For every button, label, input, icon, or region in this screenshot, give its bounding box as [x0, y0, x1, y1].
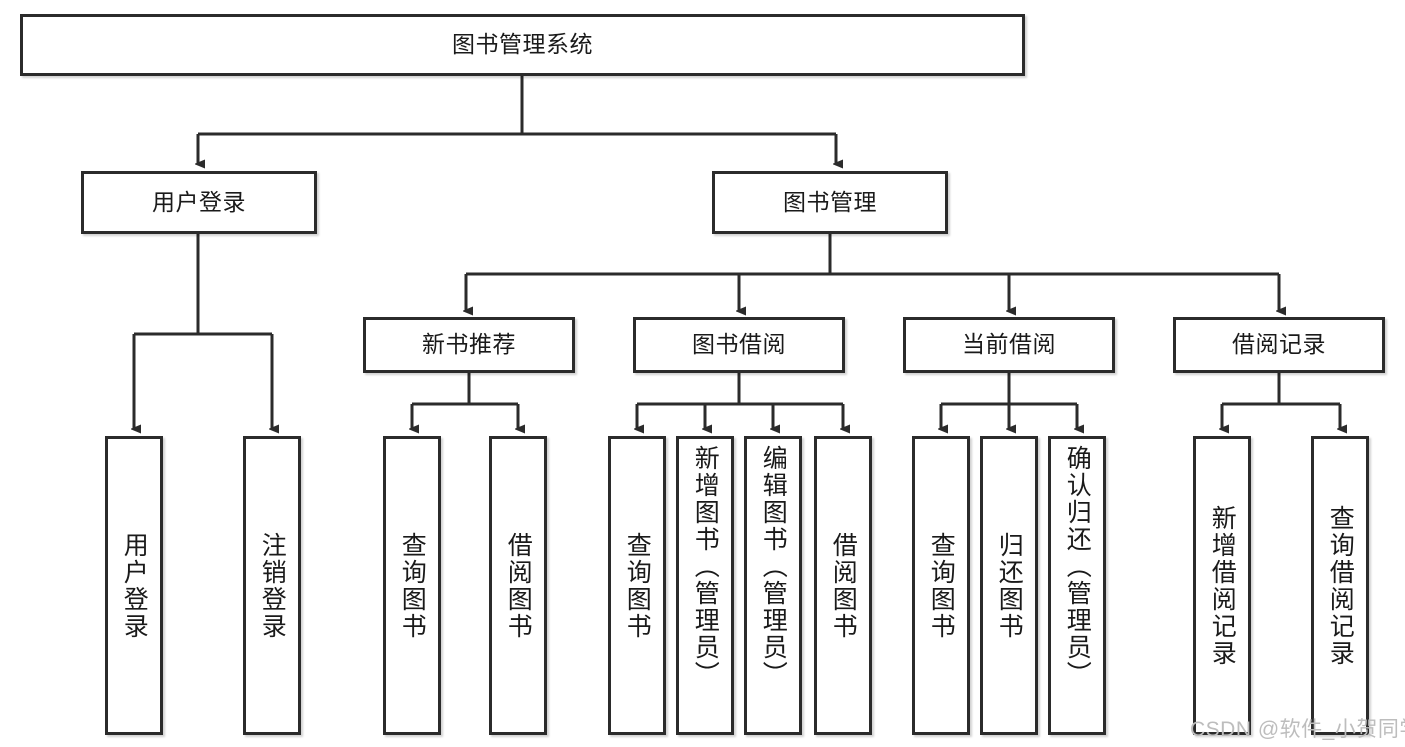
node-user-login[interactable]: 用户登录: [81, 171, 317, 234]
leaf-borrow-record-1[interactable]: 新增借阅记录: [1193, 436, 1251, 735]
node-new-book-recommend-label: 新书推荐: [422, 331, 516, 358]
leaf-current-borrow-3-label: 确认归还（管理员）: [1063, 445, 1092, 688]
leaf-book-borrow-4-label: 借阅图书: [829, 531, 858, 640]
leaf-new-books-2[interactable]: 借阅图书: [489, 436, 547, 735]
leaf-book-borrow-2[interactable]: 新增图书（管理员）: [676, 436, 734, 735]
leaf-book-borrow-4[interactable]: 借阅图书: [814, 436, 872, 735]
node-borrow-record-label: 借阅记录: [1232, 331, 1326, 358]
node-book-borrow-label: 图书借阅: [692, 331, 786, 358]
leaf-book-borrow-1-label: 查询图书: [623, 531, 652, 640]
leaf-book-borrow-3-label: 编辑图书（管理员）: [759, 445, 788, 688]
leaf-new-books-1[interactable]: 查询图书: [383, 436, 441, 735]
node-current-borrow-label: 当前借阅: [962, 331, 1056, 358]
node-root-label: 图书管理系统: [452, 31, 593, 58]
leaf-user-login-1[interactable]: 用户登录: [105, 436, 163, 735]
leaf-user-login-2-label: 注销登录: [258, 531, 287, 640]
leaf-current-borrow-2-label: 归还图书: [995, 531, 1024, 640]
node-book-management-label: 图书管理: [783, 188, 877, 215]
node-user-login-label: 用户登录: [152, 188, 246, 215]
leaf-book-borrow-1[interactable]: 查询图书: [608, 436, 666, 735]
leaf-new-books-2-label: 借阅图书: [504, 531, 533, 640]
leaf-current-borrow-1-label: 查询图书: [927, 531, 956, 640]
node-root[interactable]: 图书管理系统: [20, 14, 1025, 76]
leaf-borrow-record-1-label: 新增借阅记录: [1208, 504, 1237, 667]
leaf-new-books-1-label: 查询图书: [398, 531, 427, 640]
leaf-user-login-2[interactable]: 注销登录: [243, 436, 301, 735]
leaf-book-borrow-2-label: 新增图书（管理员）: [691, 445, 720, 688]
leaf-borrow-record-2[interactable]: 查询借阅记录: [1311, 436, 1369, 735]
leaf-user-login-1-label: 用户登录: [120, 531, 149, 640]
node-book-borrow[interactable]: 图书借阅: [633, 317, 845, 373]
csdn-watermark: CSDN @软件_小贺同学: [1190, 718, 1405, 741]
node-current-borrow[interactable]: 当前借阅: [903, 317, 1115, 373]
leaf-borrow-record-2-label: 查询借阅记录: [1326, 504, 1355, 667]
node-new-book-recommend[interactable]: 新书推荐: [363, 317, 575, 373]
node-borrow-record[interactable]: 借阅记录: [1173, 317, 1385, 373]
leaf-book-borrow-3[interactable]: 编辑图书（管理员）: [744, 436, 802, 735]
node-book-management[interactable]: 图书管理: [712, 171, 948, 234]
leaf-current-borrow-1[interactable]: 查询图书: [912, 436, 970, 735]
leaf-current-borrow-2[interactable]: 归还图书: [980, 436, 1038, 735]
leaf-current-borrow-3[interactable]: 确认归还（管理员）: [1048, 436, 1106, 735]
